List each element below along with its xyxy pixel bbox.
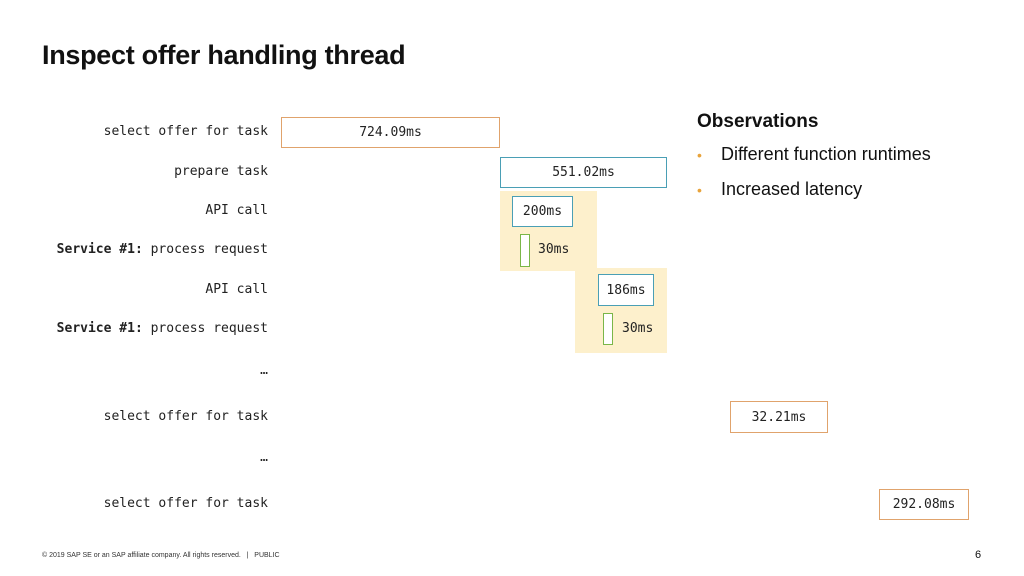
bar-api-call-1: 200ms	[512, 196, 573, 227]
duration-service-2: 30ms	[622, 321, 654, 336]
row-label-service-1: Service #1: process request	[56, 242, 268, 257]
row-label-select-offer-3: select offer for task	[103, 496, 268, 511]
bar-select-offer-2: 32.21ms	[730, 401, 828, 433]
bar-select-offer-1: 724.09ms	[281, 117, 500, 148]
page-title: Inspect offer handling thread	[42, 40, 406, 70]
observations-title: Observations	[697, 111, 819, 132]
service-prefix: Service #1:	[56, 242, 143, 257]
bar-select-offer-3: 292.08ms	[879, 489, 969, 520]
row-label-api-call-1: API call	[205, 203, 268, 218]
row-label-prepare-task: prepare task	[174, 164, 268, 179]
page-number: 6	[975, 549, 982, 561]
row-label-select-offer-2: select offer for task	[103, 409, 268, 424]
bullet-icon: •	[697, 146, 702, 163]
row-label-api-call-2: API call	[205, 282, 268, 297]
footer-copyright: © 2019 SAP SE or an SAP affiliate compan…	[42, 552, 280, 559]
row-label-ellipsis-1: …	[260, 363, 268, 378]
bar-service-2	[603, 313, 613, 345]
service-prefix: Service #1:	[56, 321, 143, 336]
observation-item: •Increased latency	[697, 179, 863, 199]
duration-service-1: 30ms	[538, 242, 570, 257]
bar-api-call-2: 186ms	[598, 274, 654, 306]
row-label-ellipsis-2: …	[260, 450, 268, 465]
bar-prepare-task: 551.02ms	[500, 157, 667, 188]
observation-item: •Different function runtimes	[697, 144, 931, 164]
row-label-select-offer-1: select offer for task	[103, 124, 268, 139]
row-label-service-2: Service #1: process request	[56, 321, 268, 336]
bullet-icon: •	[697, 181, 702, 198]
bar-service-1	[520, 234, 530, 267]
